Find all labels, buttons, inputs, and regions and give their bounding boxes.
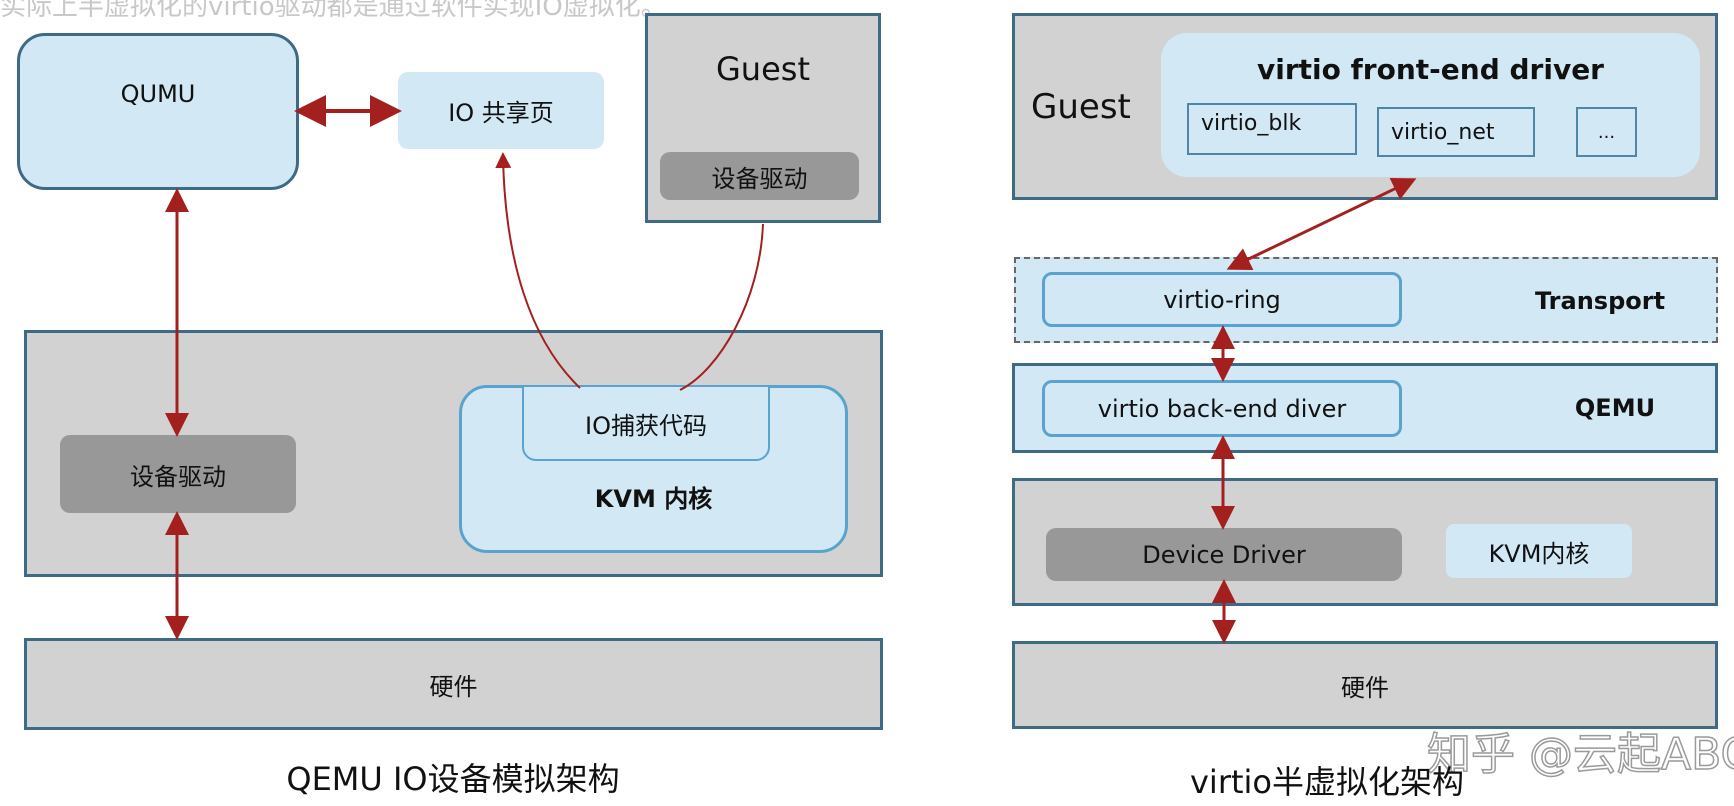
virtio-ring-label: virtio-ring <box>1163 285 1281 314</box>
right-hardware-box: 硬件 <box>1012 641 1718 729</box>
frontend-driver-title: virtio front-end driver <box>1256 53 1604 86</box>
right-guest-label: Guest <box>1031 86 1131 127</box>
transport-text: Transport <box>1534 287 1666 315</box>
virtio-net-box: virtio_net <box>1377 107 1535 157</box>
backend-driver-label: virtio back-end diver <box>1097 394 1347 423</box>
guest-device-driver: 设备驱动 <box>660 152 859 200</box>
transport-label: Transport <box>1500 280 1700 322</box>
right-caption-text: virtio半虚拟化架构 <box>1189 763 1464 801</box>
kvm-kernel-label: KVM 内核 <box>594 485 713 513</box>
left-hardware-box: 硬件 <box>24 638 883 730</box>
virtio-blk-box: virtio_blk <box>1187 103 1357 155</box>
virtio-blk-label: virtio_blk <box>1201 111 1302 136</box>
top-text: 实际上半虚拟化的virtio驱动都是通过软件实现IO虚拟化。 <box>0 0 667 22</box>
io-shared-page-label: IO 共享页 <box>448 99 554 127</box>
qemu-text: QEMU <box>1574 394 1656 422</box>
qumu-box: QUMU <box>17 33 299 190</box>
device-driver-box: Device Driver <box>1046 528 1402 581</box>
virtio-net-label: virtio_net <box>1391 119 1495 145</box>
left-caption: QEMU IO设备模拟架构 <box>153 755 753 799</box>
left-caption-text: QEMU IO设备模拟架构 <box>286 760 620 798</box>
host-device-driver-label: 设备驱动 <box>130 462 226 491</box>
io-shared-page-box: IO 共享页 <box>398 72 604 149</box>
io-trap-code-label: IO捕获代码 <box>585 411 707 440</box>
qumu-label: QUMU <box>120 80 196 108</box>
host-device-driver: 设备驱动 <box>60 435 296 513</box>
guest-label: Guest <box>716 50 810 88</box>
guest-device-driver-label: 设备驱动 <box>711 164 808 193</box>
right-kvm-kernel-label: KVM内核 <box>1488 539 1590 568</box>
device-driver-label: Device Driver <box>1142 540 1306 569</box>
io-trap-code-box: IO捕获代码 <box>522 385 770 461</box>
watermark: 知乎 @云起ABC <box>1426 728 1734 781</box>
more-drivers-label: ... <box>1597 121 1616 143</box>
right-caption: virtio半虚拟化架构 <box>1127 758 1527 802</box>
qemu-label: QEMU <box>1530 387 1700 429</box>
left-hardware-label: 硬件 <box>429 672 478 701</box>
virtio-ring-box: virtio-ring <box>1042 272 1402 327</box>
right-kvm-kernel-box: KVM内核 <box>1446 524 1632 578</box>
right-hardware-label: 硬件 <box>1341 673 1389 702</box>
more-drivers-box: ... <box>1576 107 1637 157</box>
backend-driver-box: virtio back-end diver <box>1042 380 1402 437</box>
